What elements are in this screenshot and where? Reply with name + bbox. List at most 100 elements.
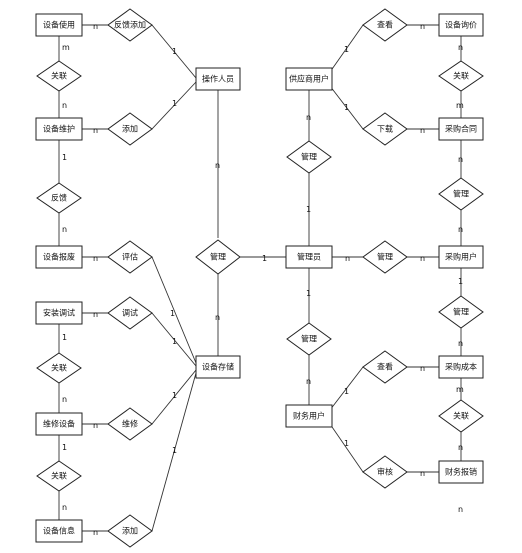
- edge-caiwu-chakan2: [329, 366, 364, 411]
- cardinality-label: n: [215, 313, 220, 322]
- entity-label: 安装调试: [43, 308, 75, 318]
- cardinality-label: n: [215, 161, 220, 170]
- entity-label: 采购用户: [445, 252, 477, 262]
- relation-label: 管理: [301, 334, 317, 344]
- cardinality-label: n: [458, 155, 463, 164]
- entity-caigou-yonghu: 采购用户: [438, 245, 484, 269]
- cardinality-label: n: [458, 43, 463, 52]
- entity-label: 设备使用: [43, 20, 75, 30]
- entity-label: 管理员: [297, 252, 321, 262]
- cardinality-label: n: [62, 395, 67, 404]
- edge-pinggu-kucun: [151, 256, 197, 364]
- edge-gys-xiazai: [329, 85, 364, 130]
- entity-caozuo-renyuan: 操作人员: [195, 67, 241, 91]
- relation-guanlian-2: 关联: [36, 352, 82, 384]
- entity-label: 设备存储: [202, 362, 234, 372]
- entity-anzhuang-tiaoshi: 安装调试: [35, 301, 83, 325]
- edge-tianjia2-kucun: [151, 372, 197, 532]
- entity-shebei-kucun: 设备存储: [195, 355, 241, 379]
- entity-label: 设备询价: [445, 20, 477, 30]
- entities: 设备使用 设备维护 设备报废 安装调试 维修设备 设备信息 操作人员 设备存储: [35, 13, 484, 543]
- relations: 反馈添加 关联 添加 反馈 评估 调试 关联 维修: [36, 8, 484, 548]
- relation-label: 管理: [453, 307, 469, 317]
- relation-label: 评估: [122, 252, 138, 262]
- entity-shebei-baofei: 设备报废: [35, 245, 83, 269]
- cardinality-label: 1: [458, 277, 463, 286]
- cardinalities: m n 1 n 1 n 1 n n n n n n n 1 1 1 1 1 1 …: [62, 22, 464, 537]
- relation-label: 调试: [122, 308, 138, 318]
- entity-label: 财务报销: [445, 467, 477, 477]
- cardinality-label: n: [62, 225, 67, 234]
- cardinality-label: 1: [172, 337, 177, 346]
- cardinality-label: n: [62, 101, 67, 110]
- edge-caiwu-shenhe: [329, 423, 364, 473]
- cardinality-label: n: [420, 254, 425, 263]
- cardinality-label: 1: [172, 391, 177, 400]
- relation-guanlian-1: 关联: [36, 60, 82, 92]
- relation-label: 管理: [210, 252, 226, 262]
- entity-label: 设备报废: [43, 252, 75, 262]
- cardinality-label: n: [420, 469, 425, 478]
- entity-caiwu-baoxiao: 财务报销: [438, 460, 484, 484]
- relation-label: 关联: [51, 71, 67, 81]
- cardinality-label: m: [62, 43, 70, 52]
- cardinality-label: n: [93, 310, 98, 319]
- cardinality-label: 1: [62, 153, 67, 162]
- relation-label: 反馈: [51, 193, 67, 203]
- cardinality-label: 1: [262, 254, 267, 263]
- entity-caigou-chengben: 采购成本: [438, 355, 484, 379]
- edge-tiaoshi-kucun: [151, 312, 197, 367]
- cardinality-label: 1: [344, 45, 349, 54]
- relation-label: 查看: [377, 362, 393, 372]
- relation-guanli-hetong: 管理: [438, 177, 484, 211]
- cardinality-label: n: [420, 364, 425, 373]
- entity-shebei-weihu: 设备维护: [35, 117, 83, 141]
- entity-shebei-shiyong: 设备使用: [35, 13, 83, 37]
- cardinality-label: 1: [170, 309, 175, 318]
- relation-xiazai: 下载: [362, 112, 408, 146]
- relation-shenhe: 审核: [362, 455, 408, 489]
- edge-weixiurel-kucun: [151, 369, 197, 425]
- relation-chakan-1: 查看: [362, 8, 408, 42]
- relation-label: 添加: [122, 526, 138, 536]
- relation-label: 反馈添加: [114, 20, 146, 30]
- relation-label: 管理: [453, 189, 469, 199]
- relation-fankui: 反馈: [36, 182, 82, 214]
- entity-shebei-xinxi: 设备信息: [35, 519, 83, 543]
- cardinality-label: n: [93, 22, 98, 31]
- cardinality-label: n: [420, 22, 425, 31]
- cardinality-label: 1: [306, 289, 311, 298]
- cardinality-label: n: [306, 377, 311, 386]
- relation-label: 管理: [301, 152, 317, 162]
- edge-gys-chakan1: [329, 24, 364, 73]
- relation-pinggu: 评估: [107, 240, 153, 274]
- relation-weixiu: 维修: [107, 407, 153, 441]
- relation-label: 添加: [122, 124, 138, 134]
- relation-guanlian-5: 关联: [438, 399, 484, 433]
- entity-label: 设备信息: [43, 526, 75, 536]
- entity-gongyingshang-yonghu: 供应商用户: [285, 67, 333, 91]
- relation-label: 审核: [377, 467, 393, 477]
- relation-label: 关联: [51, 471, 67, 481]
- relation-guanlian-4: 关联: [438, 60, 484, 92]
- entity-guanliyuan: 管理员: [285, 245, 333, 269]
- cardinality-label: n: [458, 505, 463, 514]
- cardinality-label: m: [456, 101, 464, 110]
- entity-shebei-xunjia: 设备询价: [438, 13, 484, 37]
- cardinality-label: n: [420, 126, 425, 135]
- cardinality-label: n: [458, 339, 463, 348]
- edges: [58, 24, 462, 532]
- entity-weixiu-shebei: 维修设备: [35, 412, 83, 436]
- edge-fankuitianjia-caozuo: [151, 24, 197, 79]
- cardinality-label: 1: [172, 446, 177, 455]
- cardinality-label: n: [93, 528, 98, 537]
- relation-fankui-tianjia: 反馈添加: [107, 8, 153, 42]
- cardinality-label: 1: [344, 387, 349, 396]
- cardinality-label: 1: [172, 47, 177, 56]
- cardinality-label: m: [456, 385, 464, 394]
- relation-guanli-cy: 管理: [438, 295, 484, 329]
- cardinality-label: n: [345, 254, 350, 263]
- edge-tianjia1-caozuo: [151, 81, 197, 130]
- entity-caiwu-yonghu: 财务用户: [285, 404, 333, 428]
- relation-chakan-2: 查看: [362, 350, 408, 384]
